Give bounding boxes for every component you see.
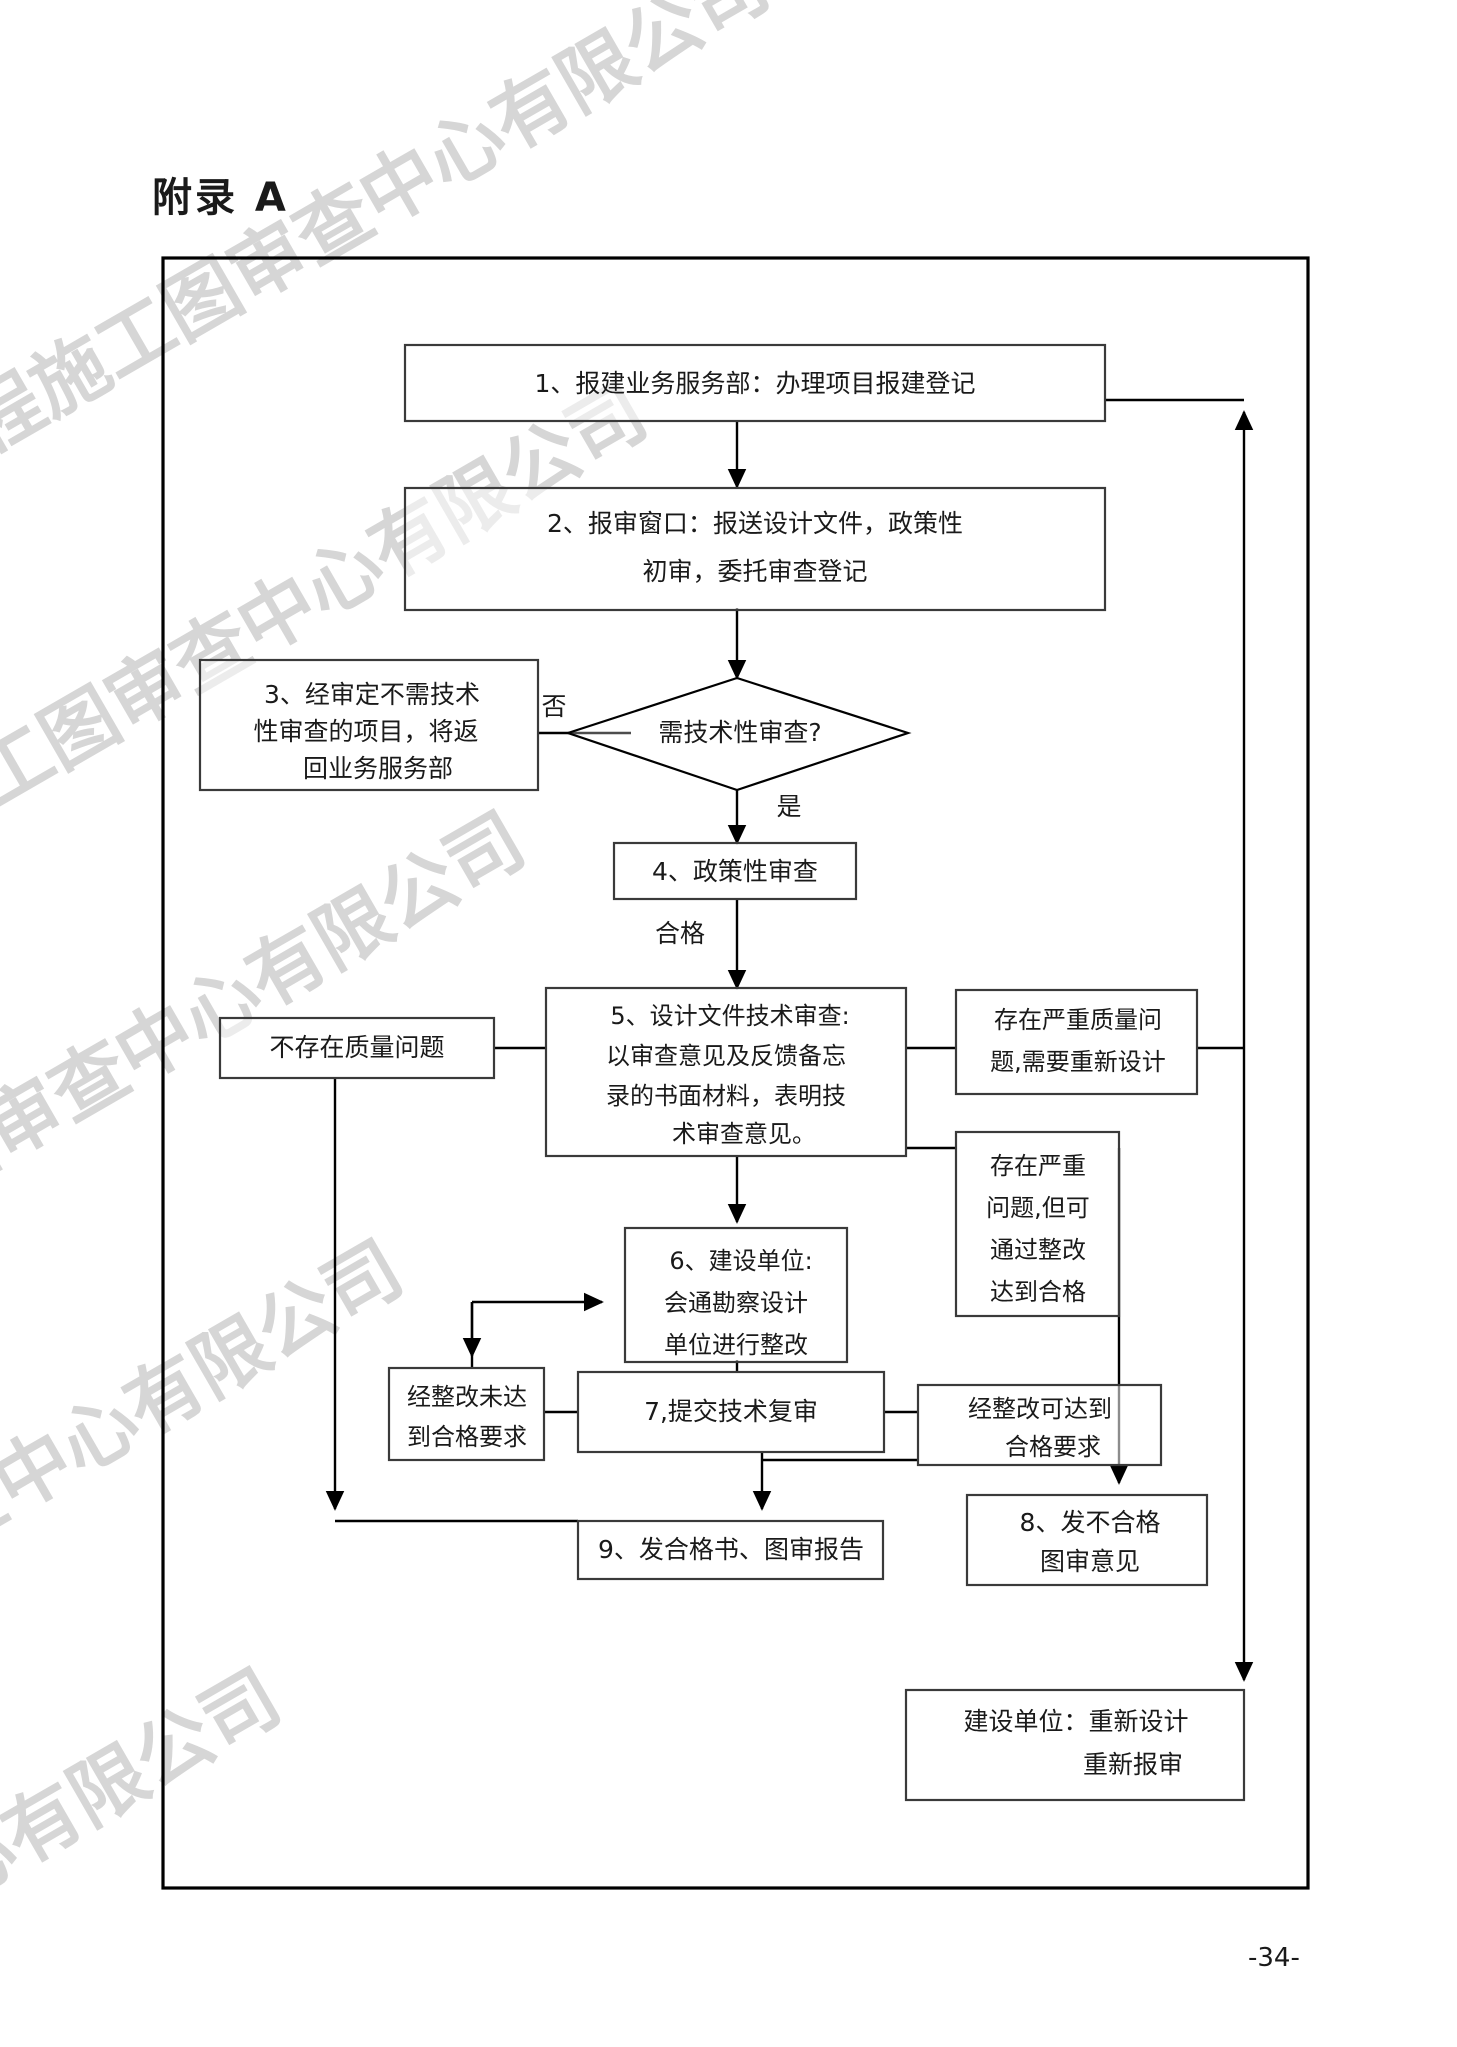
flow-node-fixable-line-2: 通过整改 xyxy=(990,1236,1086,1264)
flow-node-final[interactable]: 建设单位：重新设计 重新报审 xyxy=(904,1688,1246,1802)
flow-node-4[interactable]: 4、政策性审查 xyxy=(612,841,858,901)
flow-node-3-line-1: 性审查的项目，将返 xyxy=(253,717,478,746)
flow-node-7[interactable]: 7,提交技术复审 xyxy=(576,1370,886,1454)
connector-group xyxy=(325,398,1254,1682)
flow-node-final-line-1: 重新报审 xyxy=(1083,1750,1183,1779)
flow-node-rectify-failed-line-1: 到合格要求 xyxy=(407,1423,527,1451)
flow-node-6-line-0: 6、建设单位: xyxy=(669,1247,812,1275)
flow-node-decision-label: 需技术性审查? xyxy=(658,718,821,747)
flow-node-2-line-1: 初审，委托审查登记 xyxy=(642,557,867,586)
flow-node-1[interactable]: 1、报建业务服务部：办理项目报建登记 xyxy=(403,343,1107,423)
flow-node-3-line-0: 3、经审定不需技术 xyxy=(264,680,480,709)
flow-node-8[interactable]: 8、发不合格 图审意见 xyxy=(965,1493,1209,1587)
flow-node-1-line-0: 1、报建业务服务部：办理项目报建登记 xyxy=(535,369,976,398)
flow-node-decision[interactable]: 需技术性审查? xyxy=(564,676,912,792)
flow-node-6-line-2: 单位进行整改 xyxy=(664,1331,808,1359)
edge-label-yes: 是 xyxy=(776,792,801,821)
flow-node-severe-line-0: 存在严重质量问 xyxy=(994,1006,1162,1034)
flow-node-9[interactable]: 9、发合格书、图审报告 xyxy=(576,1519,885,1581)
page-number: -34- xyxy=(1248,1943,1300,1973)
flow-node-no-quality-issue-label: 不存在质量问题 xyxy=(269,1033,444,1062)
flow-node-rectify-passed[interactable]: 经整改可达到 合格要求 xyxy=(916,1383,1163,1467)
flow-node-fixable-line-3: 达到合格 xyxy=(990,1278,1086,1306)
flow-node-fixable-line-0: 存在严重 xyxy=(990,1152,1086,1180)
flow-node-rectify-failed-line-0: 经整改未达 xyxy=(407,1383,527,1411)
flow-node-final-line-0: 建设单位：重新设计 xyxy=(963,1707,1188,1736)
flow-node-5-line-3: 术审查意见。 xyxy=(672,1120,816,1148)
flow-node-7-label: 7,提交技术复审 xyxy=(644,1397,818,1426)
flow-node-5[interactable]: 5、设计文件技术审查: 以审查意见及反馈备忘 录的书面材料，表明技 术审查意见。 xyxy=(544,986,908,1158)
flow-node-rectify-failed[interactable]: 经整改未达 到合格要求 xyxy=(387,1366,546,1462)
flow-node-6[interactable]: 6、建设单位: 会通勘察设计 单位进行整改 xyxy=(623,1226,849,1364)
edge-label-pass: 合格 xyxy=(655,919,705,948)
flow-node-rectify-passed-line-0: 经整改可达到 xyxy=(968,1395,1112,1423)
flow-node-5-line-2: 录的书面材料，表明技 xyxy=(606,1082,846,1110)
flow-node-no-quality-issue[interactable]: 不存在质量问题 xyxy=(218,1016,496,1080)
edge-label-no: 否 xyxy=(541,692,566,721)
flow-node-4-line-0: 4、政策性审查 xyxy=(652,857,818,886)
flow-node-2-line-0: 2、报审窗口：报送设计文件，政策性 xyxy=(547,509,963,538)
flow-node-fixable-issue[interactable]: 存在严重 问题,但可 通过整改 达到合格 xyxy=(954,1130,1121,1318)
flow-node-2[interactable]: 2、报审窗口：报送设计文件，政策性 初审，委托审查登记 xyxy=(403,486,1107,612)
flow-node-3[interactable]: 3、经审定不需技术 性审查的项目，将返 回业务服务部 xyxy=(198,658,540,792)
page-title: 附录 A xyxy=(152,175,289,221)
flow-node-6-line-1: 会通勘察设计 xyxy=(664,1289,808,1317)
flow-node-8-line-1: 图审意见 xyxy=(1040,1547,1140,1576)
flow-node-9-label: 9、发合格书、图审报告 xyxy=(598,1535,864,1564)
flow-node-severe-quality-issue[interactable]: 存在严重质量问 题,需要重新设计 xyxy=(954,988,1199,1096)
flow-node-fixable-line-1: 问题,但可 xyxy=(986,1194,1090,1222)
flow-node-3-line-2: 回业务服务部 xyxy=(303,754,453,783)
flow-node-8-line-0: 8、发不合格 xyxy=(1020,1508,1161,1537)
flow-node-rectify-passed-line-1: 合格要求 xyxy=(1005,1433,1101,1461)
flow-node-severe-line-1: 题,需要重新设计 xyxy=(990,1048,1166,1076)
flow-node-5-line-1: 以审查意见及反馈备忘 xyxy=(606,1042,846,1070)
flow-node-5-line-0: 5、设计文件技术审查: xyxy=(610,1002,849,1030)
diagram-frame xyxy=(161,256,1310,1890)
